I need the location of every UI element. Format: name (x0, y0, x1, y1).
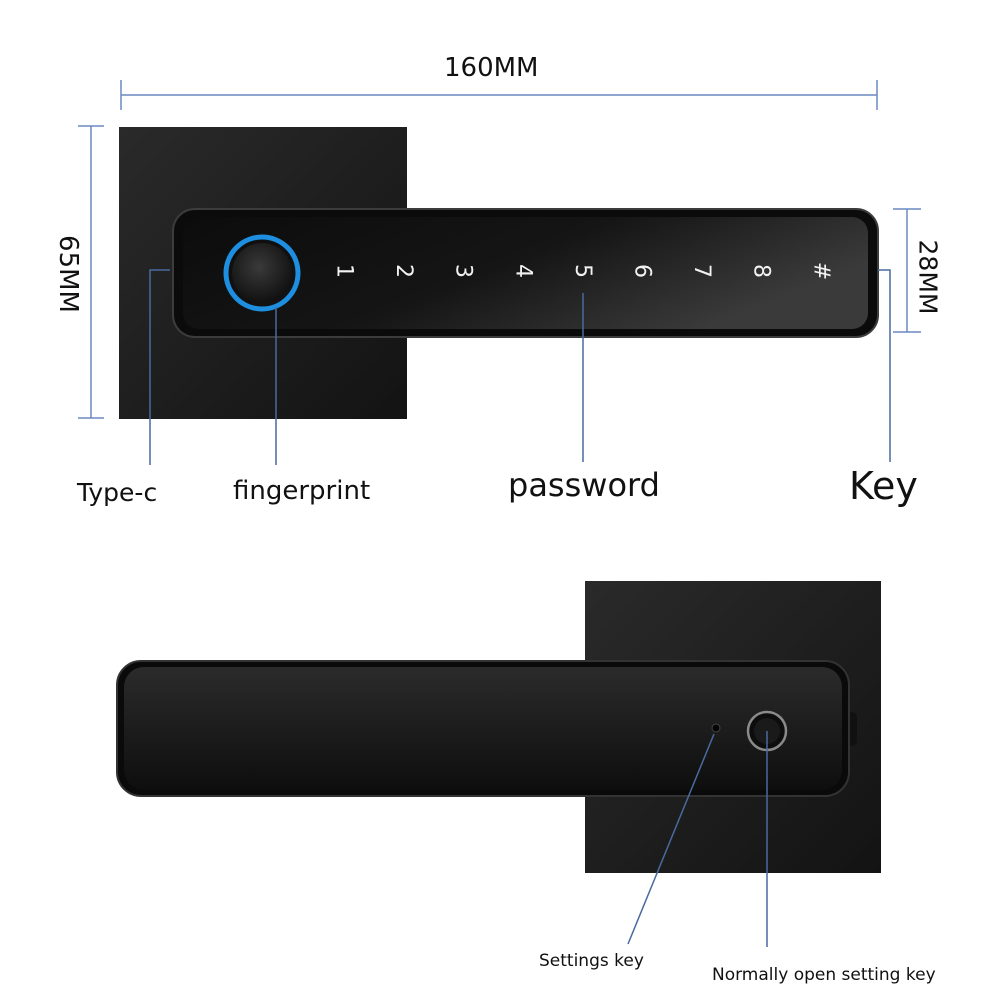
keypad-key-4: 4 (510, 264, 535, 278)
type-c-label: Type-c (77, 478, 158, 507)
keypad-key-7: 7 (689, 264, 714, 278)
keypad-key-1: 1 (332, 264, 357, 278)
leader-lines (149, 269, 891, 947)
dimension-lines (78, 80, 921, 419)
keypad-key-5: 5 (570, 264, 595, 278)
key-label: Key (849, 464, 918, 508)
top-lock-view: 1 2 3 4 5 6 7 8 # (119, 127, 879, 419)
keypad-key-2: 2 (391, 264, 416, 278)
password-label: password (508, 466, 660, 504)
keypad-keys: 1 2 3 4 5 6 7 8 # (332, 262, 834, 280)
fingerprint-label: fingerprint (233, 476, 371, 506)
key-leader (878, 269, 891, 462)
settings-key-label: Settings key (539, 951, 644, 971)
handle-height-dimension-label: 28MM (913, 239, 943, 315)
normally-open-setting-key-label: Normally open setting key (712, 965, 936, 985)
settings-key-leader (627, 733, 715, 945)
settings-key-hole (711, 723, 721, 733)
keypad-glass (183, 217, 868, 329)
keypad-key-6: 6 (630, 264, 655, 278)
keypad-key-8: 8 (749, 264, 774, 278)
fingerprint-sensor (223, 234, 301, 312)
type-c-leader (149, 269, 170, 465)
keypad-key-3: 3 (451, 264, 476, 278)
keypad-key-hash: # (808, 262, 833, 280)
bottom-handle-face (124, 667, 842, 790)
bottom-lock-view (116, 581, 881, 873)
height-dimension-label: 65MM (53, 235, 83, 313)
width-dimension-label: 160MM (444, 53, 539, 83)
